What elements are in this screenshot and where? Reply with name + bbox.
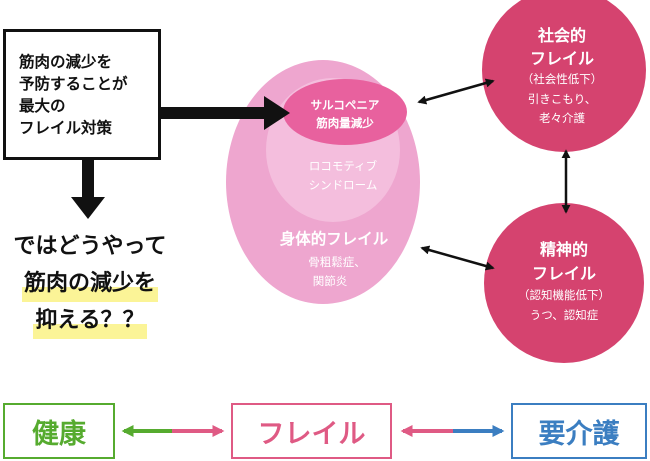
- question-line-2: 筋肉の減少を: [21, 265, 158, 302]
- box-line-2: 予防することが: [19, 74, 128, 93]
- health-label: 健康: [32, 418, 86, 450]
- down-arrow: [71, 160, 105, 219]
- sarcopenia-label: サルコペニア: [311, 98, 380, 112]
- mental-frailty-title1: 精神的: [540, 240, 588, 259]
- social-frailty-sub3: 老々介護: [539, 111, 585, 125]
- box-line-4: フレイル対策: [19, 118, 113, 137]
- physical-mental-arrow: [420, 245, 495, 271]
- locomotive-label-line1: ロコモティブ: [309, 159, 378, 173]
- box-line-1: 筋肉の減少を: [19, 52, 113, 71]
- question-line-1: ではどうやって: [13, 234, 167, 259]
- frailty-prevention-box: 筋肉の減少を 予防することが 最大の フレイル対策: [3, 29, 161, 160]
- mental-frailty-sub2: うつ、認知症: [530, 308, 599, 322]
- question-line-3: 抑える？？: [33, 302, 147, 339]
- physical-frailty-example2: 関節炎: [313, 274, 348, 288]
- social-frailty-title2: フレイル: [530, 49, 594, 68]
- physical-frailty-example1: 骨粗鬆症、: [308, 255, 366, 269]
- question-text: ではどうやって 筋肉の減少を 抑える？？: [0, 228, 180, 339]
- physical-frailty-title: 身体的フレイル: [280, 229, 389, 248]
- sarcopenia-circle: [283, 79, 407, 145]
- health-box: 健康: [3, 403, 115, 459]
- mental-frailty-circle: [484, 203, 644, 363]
- social-frailty-circle: [482, 0, 646, 152]
- sarcopenia-sublabel: 筋肉量減少: [315, 116, 374, 130]
- mental-frailty-sub1: （認知機能低下）: [518, 288, 610, 302]
- frailty-label: フレイル: [257, 418, 366, 450]
- care-box: 要介護: [511, 403, 647, 459]
- mental-frailty-title2: フレイル: [532, 264, 596, 283]
- social-frailty-title1: 社会的: [537, 26, 586, 45]
- social-frailty-sub1: （社会性低下）: [522, 72, 603, 86]
- care-label: 要介護: [538, 418, 620, 450]
- social-frailty-sub2: 引きこもり、: [528, 92, 597, 106]
- right-arrow: [161, 96, 290, 130]
- frailty-box: フレイル: [231, 403, 392, 459]
- sarcopenia-social-arrow: [417, 78, 495, 105]
- locomotive-label-line2: シンドローム: [309, 178, 378, 192]
- box-line-3: 最大の: [19, 96, 66, 115]
